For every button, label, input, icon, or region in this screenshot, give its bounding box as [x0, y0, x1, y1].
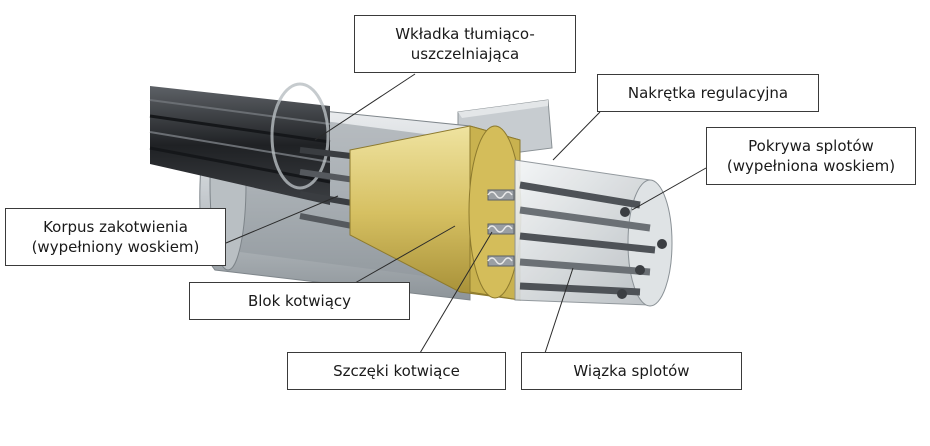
label-line: Wkładka tłumiąco-: [395, 25, 535, 43]
label-anchorage-body: Korpus zakotwienia (wypełniony woskiem): [5, 208, 226, 266]
leader-bundle: [544, 267, 574, 354]
label-line: Wiązka splotów: [573, 362, 690, 380]
label-line: Blok kotwiący: [247, 292, 352, 310]
label-adjusting-nut: Nakrętka regulacyjna: [597, 74, 819, 112]
label-line: Pokrywa splotów: [748, 137, 874, 155]
label-line: (wypełniona woskiem): [726, 157, 896, 175]
label-strand-bundle: Wiązka splotów: [521, 352, 742, 390]
label-damping-seal-insert: Wkładka tłumiąco- uszczelniająca: [354, 15, 576, 73]
leader-block: [354, 225, 456, 284]
label-line: Szczęki kotwiące: [333, 362, 460, 380]
label-line: (wypełniony woskiem): [31, 238, 200, 256]
label-strand-cap: Pokrywa splotów (wypełniona woskiem): [706, 127, 916, 185]
label-anchor-block: Blok kotwiący: [189, 282, 410, 320]
strand-cap: [514, 159, 673, 307]
leader-lines: [225, 73, 707, 354]
leader-wedges: [419, 231, 493, 354]
leader-body: [225, 195, 339, 244]
label-anchor-wedges: Szczęki kotwiące: [287, 352, 506, 390]
label-line: Nakrętka regulacyjna: [627, 84, 789, 102]
leader-nut: [552, 111, 601, 161]
leader-cap: [631, 167, 707, 211]
anchor-wedges: [487, 189, 515, 267]
leader-insert: [314, 73, 416, 141]
strand-bundle-shaft: [149, 82, 331, 205]
label-line: Korpus zakotwienia: [43, 218, 188, 236]
label-line: uszczelniająca: [410, 45, 520, 63]
